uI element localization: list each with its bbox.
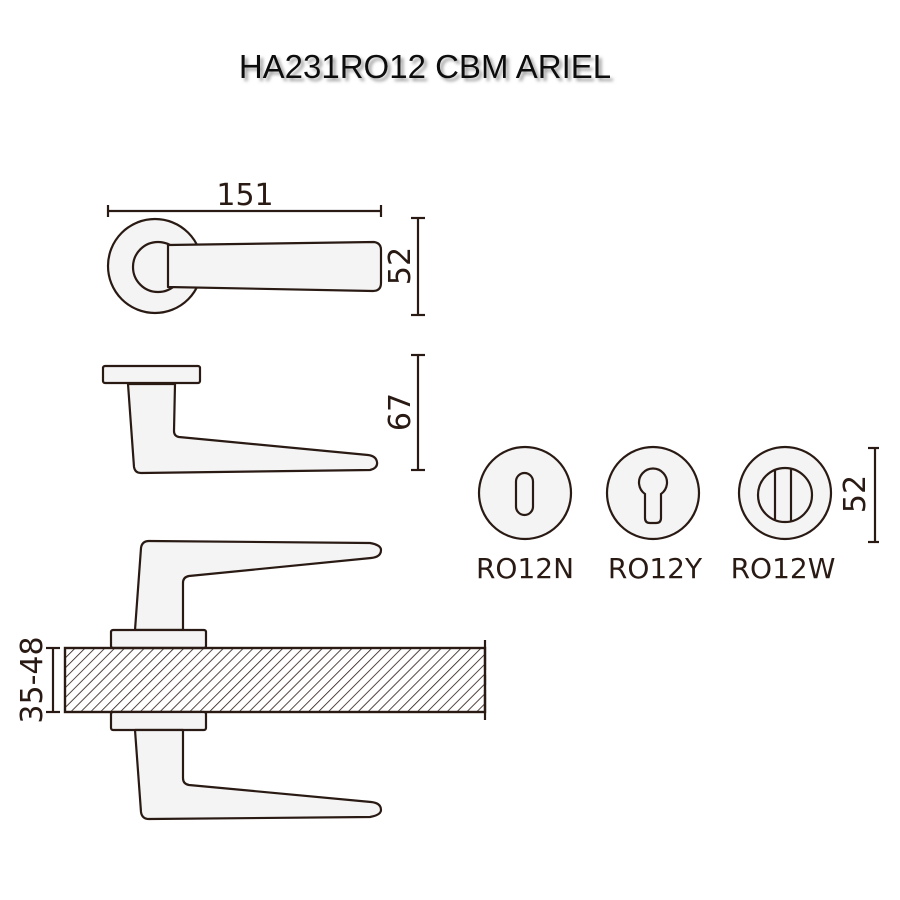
- top-view: 151 52: [106, 178, 425, 317]
- product-title: HA231RO12 CBM ARIEL: [239, 48, 611, 85]
- dimension-label: 151: [216, 178, 273, 213]
- side-view: 67: [101, 353, 425, 475]
- rosette-ro12n: RO12N: [476, 445, 574, 585]
- cylinder-keyhole-icon: [637, 467, 669, 525]
- dimension-67: 67: [383, 353, 425, 472]
- rosette-label: RO12Y: [608, 552, 703, 585]
- dimension-label: 52: [383, 247, 418, 285]
- dimension-52-top: 52: [383, 216, 425, 317]
- lever-side: [126, 382, 379, 475]
- rosette-label: RO12W: [731, 552, 836, 585]
- dimension-35-48: 35-48: [15, 636, 60, 724]
- key-slot-icon: [514, 471, 535, 517]
- dimension-label: 67: [383, 393, 418, 431]
- door-hatched: [63, 646, 487, 714]
- wc-turn-icon: [756, 466, 814, 524]
- rosette-upper: [109, 628, 208, 650]
- lever-upper: [133, 539, 383, 632]
- dimension-151: 151: [106, 178, 383, 217]
- dimension-label: 52: [838, 475, 873, 513]
- lever-lower: [133, 728, 383, 821]
- rosette-lower: [109, 710, 208, 732]
- rosette-side: [101, 364, 202, 385]
- rosette-label: RO12N: [476, 552, 574, 585]
- rosette-ro12w: RO12W: [731, 445, 836, 585]
- rosette-ro12y: RO12Y: [605, 445, 703, 585]
- dimension-52-right: 52: [838, 446, 879, 544]
- lever-top: [166, 240, 383, 293]
- door-section-view: 35-48: [15, 539, 487, 821]
- dimension-label: 35-48: [15, 636, 50, 723]
